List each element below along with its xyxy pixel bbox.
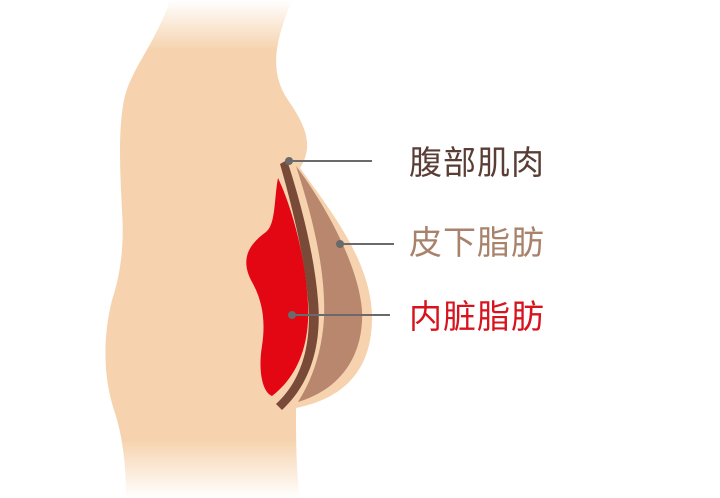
visceral-leader-dot — [288, 311, 296, 319]
label-abdominal-muscle: 腹部肌肉 — [409, 143, 545, 182]
abdominal-muscle-layer — [276, 160, 319, 410]
subcutaneous-leader-dot — [336, 240, 344, 248]
visceral-fat-region — [246, 178, 309, 396]
bottom-fade — [0, 440, 720, 498]
top-fade — [0, 0, 720, 50]
label-visceral-fat: 内脏脂肪 — [409, 297, 545, 336]
label-subcutaneous-fat: 皮下脂肪 — [409, 223, 545, 262]
muscle-leader-dot — [285, 157, 293, 165]
subcutaneous-fat-layer — [296, 166, 363, 402]
